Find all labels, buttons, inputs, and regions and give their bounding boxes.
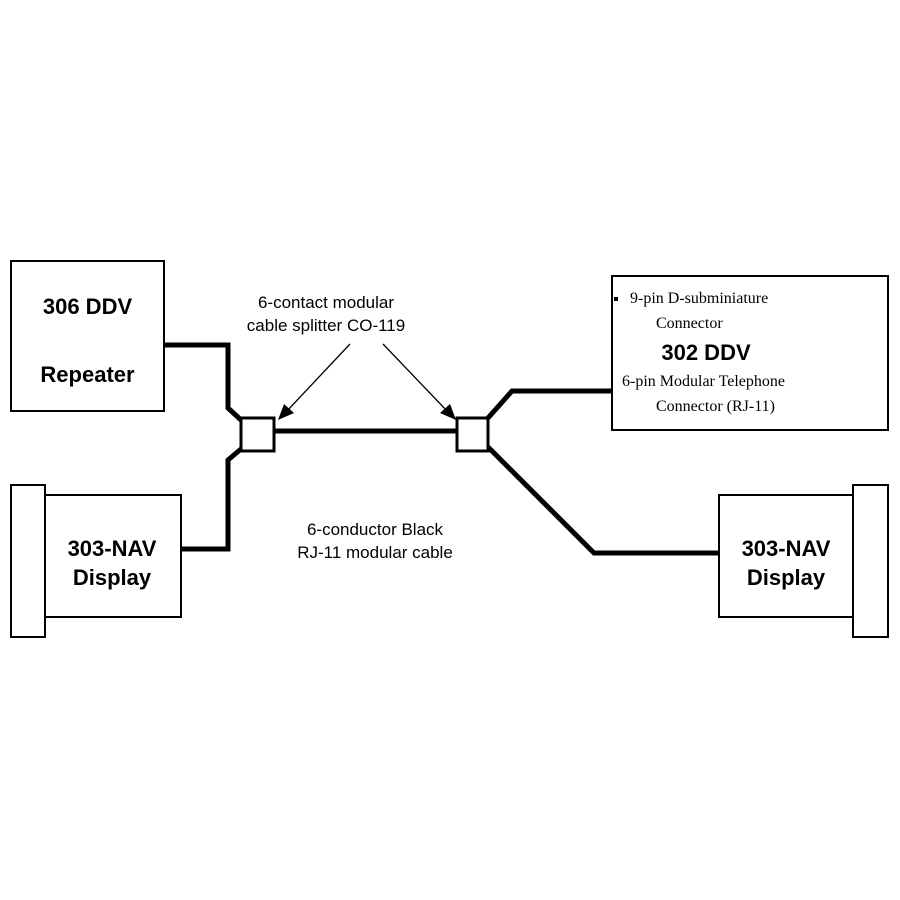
left-display-bezel	[10, 484, 46, 638]
cable-label-line2: RJ-11 modular cable	[297, 543, 453, 562]
cable-repeater-to-splitter	[165, 342, 243, 422]
repeater-title: 306 DDV	[42, 294, 133, 319]
dsub-connector-label-line1: 9-pin D-subminiature	[630, 290, 769, 307]
right-display-bezel	[852, 484, 889, 638]
splitter-label-line2: cable splitter CO-119	[246, 316, 406, 335]
repeater-subtitle: Repeater	[40, 362, 135, 387]
right-display-subtitle: Display	[746, 565, 826, 590]
left-splitter	[239, 416, 276, 453]
cable-left-display-to-splitter	[182, 447, 243, 552]
left-display-box	[44, 494, 182, 618]
rj11-connector-label-line1: 6-pin Modular Telephone	[622, 373, 785, 390]
ddv302-title: 302 DDV	[661, 340, 751, 365]
cable-label-line1: 6-conductor Black	[306, 520, 444, 539]
splitter-callout-arrow-right	[382, 343, 449, 413]
splitter-label-line1: 6-contact modular	[257, 293, 395, 312]
arrowhead-left-icon	[278, 404, 294, 420]
repeater-box	[10, 260, 165, 412]
dsub-connector-label-line2: Connector	[656, 315, 723, 332]
arrowhead-right-icon	[440, 404, 456, 420]
right-splitter	[455, 416, 490, 453]
left-display-subtitle: Display	[72, 565, 152, 590]
splitter-callout-arrow-left	[285, 343, 351, 413]
dsub-bullet-icon	[614, 297, 618, 301]
right-display-title: 303-NAV	[741, 536, 831, 561]
rj11-connector-label-line2: Connector (RJ-11)	[656, 398, 775, 415]
cable-splitter-to-right-display	[486, 445, 718, 556]
ddv302-box	[611, 275, 889, 431]
cable-splitter-to-302ddv	[486, 388, 611, 420]
left-display-title: 303-NAV	[67, 536, 157, 561]
